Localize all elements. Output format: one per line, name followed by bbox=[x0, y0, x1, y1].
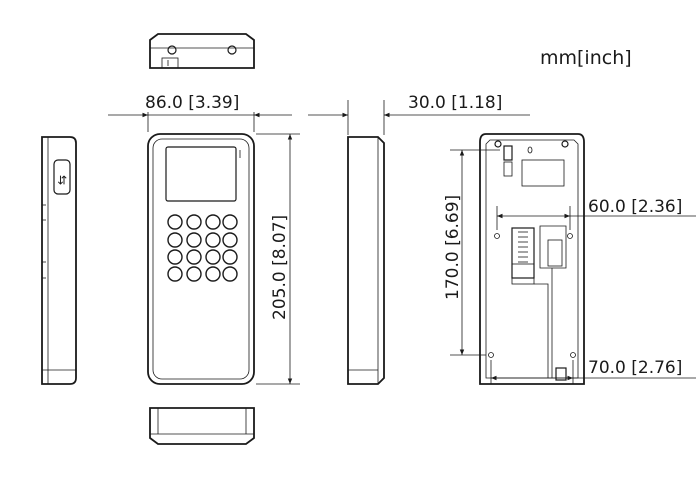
back-mount-view bbox=[479, 133, 585, 385]
bottom-view bbox=[149, 407, 255, 445]
display-screen bbox=[165, 146, 237, 202]
mount-lower-width-dimension: 70.0 [2.76] bbox=[490, 358, 696, 384]
mount-upper-width-label: 60.0 [2.36] bbox=[588, 197, 682, 217]
key bbox=[205, 249, 221, 265]
key bbox=[222, 232, 238, 248]
front-height-dimension: 205.0 [8.07] bbox=[256, 133, 300, 385]
front-width-label: 86.0 [3.39] bbox=[145, 93, 239, 113]
key bbox=[205, 232, 221, 248]
screw-hole bbox=[561, 140, 569, 148]
key bbox=[222, 266, 238, 282]
mount-lower-width-label: 70.0 [2.76] bbox=[588, 358, 682, 378]
connector-block bbox=[511, 227, 535, 279]
usb-port-icon: ⇆ bbox=[55, 175, 69, 185]
screw-hole bbox=[494, 140, 502, 148]
depth-dimension: 30.0 [1.18] bbox=[308, 93, 530, 135]
mount-height-label: 170.0 [6.69] bbox=[443, 195, 463, 300]
top-view bbox=[149, 33, 255, 69]
depth-label: 30.0 [1.18] bbox=[408, 93, 502, 113]
key bbox=[167, 266, 183, 282]
key bbox=[186, 249, 202, 265]
keypad bbox=[167, 214, 238, 282]
front-height-label: 205.0 [8.07] bbox=[270, 215, 290, 320]
key bbox=[186, 266, 202, 282]
key bbox=[186, 232, 202, 248]
key bbox=[167, 249, 183, 265]
mount-upper-width-dimension: 60.0 [2.36] bbox=[496, 197, 696, 230]
key bbox=[205, 266, 221, 282]
mount-height-dimension: 170.0 [6.69] bbox=[443, 149, 500, 356]
key bbox=[167, 214, 183, 230]
key bbox=[205, 214, 221, 230]
units-label: mm[inch] bbox=[540, 47, 632, 69]
front-view bbox=[147, 133, 255, 385]
right-side-view bbox=[347, 136, 385, 385]
key bbox=[186, 214, 202, 230]
front-width-dimension: 86.0 [3.39] bbox=[108, 93, 292, 132]
key bbox=[167, 232, 183, 248]
key bbox=[222, 249, 238, 265]
left-side-view: ⇆ bbox=[41, 136, 77, 385]
key bbox=[222, 214, 238, 230]
